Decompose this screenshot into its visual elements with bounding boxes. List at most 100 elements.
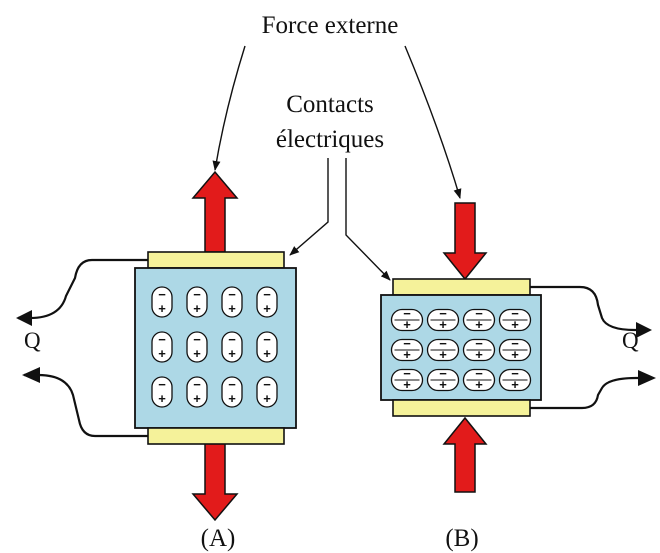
minus-sign: − [193, 287, 201, 302]
minus-sign: − [158, 377, 166, 392]
minus-sign: − [403, 366, 411, 381]
plus-sign: + [403, 377, 411, 392]
minus-sign: − [263, 332, 271, 347]
minus-sign: − [475, 366, 483, 381]
plus-sign: + [475, 377, 483, 392]
contact-pointer-a [289, 158, 329, 256]
plus-sign: + [193, 301, 201, 316]
plus-sign: + [511, 317, 519, 332]
dipole-cell: −+ [462, 336, 496, 362]
dipole-cell: −+ [256, 286, 278, 318]
minus-sign: − [403, 336, 411, 351]
dipole-cell: −+ [221, 286, 243, 318]
dipole-cell: −+ [221, 331, 243, 363]
minus-sign: − [263, 377, 271, 392]
minus-sign: − [511, 336, 519, 351]
plus-sign: + [403, 347, 411, 362]
plus-sign: + [439, 347, 447, 362]
dipole-cell: −+ [390, 366, 424, 392]
dipole-cell: −+ [186, 376, 208, 408]
caption-a: (A) [201, 525, 236, 552]
minus-sign: − [263, 287, 271, 302]
minus-sign: − [228, 377, 236, 392]
dipole-cell: −+ [186, 331, 208, 363]
force-pointer-a [212, 45, 246, 171]
plus-sign: + [439, 317, 447, 332]
plus-sign: + [263, 301, 271, 316]
plus-sign: + [475, 347, 483, 362]
caption-b: (B) [445, 525, 478, 552]
dipole-grid-a: −+−+−+−+−+−+−+−+−+−+−+−+ [151, 286, 278, 408]
minus-sign: − [403, 306, 411, 321]
plus-sign: + [439, 377, 447, 392]
wire-bottom-a [24, 373, 148, 438]
external-force-label: Force externe [262, 12, 399, 39]
plus-sign: + [228, 301, 236, 316]
current-arrow-icon [638, 370, 656, 386]
plus-sign: + [475, 317, 483, 332]
minus-sign: − [439, 366, 447, 381]
dipole-cell: −+ [498, 336, 532, 362]
minus-sign: − [475, 336, 483, 351]
plus-sign: + [511, 377, 519, 392]
plus-sign: + [158, 346, 166, 361]
dipole-cell: −+ [426, 366, 460, 392]
plus-sign: + [228, 391, 236, 406]
minus-sign: − [228, 332, 236, 347]
charge-label-b: Q [622, 328, 639, 353]
top-electrode-b [392, 278, 531, 296]
force-pointer-b [404, 45, 462, 199]
contacts-label-line1: Contacts [286, 91, 374, 118]
dipole-cell: −+ [256, 376, 278, 408]
plus-sign: + [158, 301, 166, 316]
dipole-cell: −+ [151, 331, 173, 363]
minus-sign: − [158, 332, 166, 347]
dipole-cell: −+ [151, 376, 173, 408]
dipole-grid-b: −+−+−+−+−+−+−+−+−+−+−+−+ [390, 306, 532, 392]
plus-sign: + [193, 391, 201, 406]
dipole-cell: −+ [462, 366, 496, 392]
minus-sign: − [193, 377, 201, 392]
dipole-cell: −+ [498, 306, 532, 332]
force-arrow-down-icon [442, 202, 488, 281]
dipole-cell: −+ [426, 336, 460, 362]
plus-sign: + [228, 346, 236, 361]
contacts-label-line2: électriques [276, 126, 384, 153]
force-arrow-down-icon [191, 442, 239, 522]
wire-bottom-b [530, 376, 644, 410]
wire-top-a [18, 258, 148, 320]
top-electrode-a [147, 251, 285, 269]
contact-pointer-b [345, 158, 391, 281]
minus-sign: − [439, 336, 447, 351]
dipole-cell: −+ [221, 376, 243, 408]
current-arrow-icon [22, 367, 40, 383]
minus-sign: − [439, 306, 447, 321]
bottom-electrode-b [392, 399, 531, 417]
minus-sign: − [511, 366, 519, 381]
plus-sign: + [403, 317, 411, 332]
minus-sign: − [158, 287, 166, 302]
plus-sign: + [263, 391, 271, 406]
dipole-cell: −+ [390, 336, 424, 362]
current-arrow-icon [16, 310, 32, 326]
dipole-cell: −+ [462, 306, 496, 332]
config-a: −+−+−+−+−+−+−+−+−+−+−+−+ Q (A) [16, 170, 297, 552]
force-arrow-up-icon [191, 170, 239, 253]
current-arrow-icon [636, 322, 652, 338]
config-b: −+−+−+−+−+−+−+−+−+−+−+−+ Q (B) [380, 202, 656, 552]
dipole-cell: −+ [498, 366, 532, 392]
charge-label-a: Q [24, 328, 41, 353]
dipole-cell: −+ [151, 286, 173, 318]
plus-sign: + [193, 346, 201, 361]
minus-sign: − [475, 306, 483, 321]
minus-sign: − [511, 306, 519, 321]
minus-sign: − [228, 287, 236, 302]
dipole-cell: −+ [186, 286, 208, 318]
minus-sign: − [193, 332, 201, 347]
dipole-cell: −+ [426, 306, 460, 332]
wire-top-b [530, 285, 647, 332]
plus-sign: + [263, 346, 271, 361]
force-arrow-up-icon [442, 416, 488, 493]
